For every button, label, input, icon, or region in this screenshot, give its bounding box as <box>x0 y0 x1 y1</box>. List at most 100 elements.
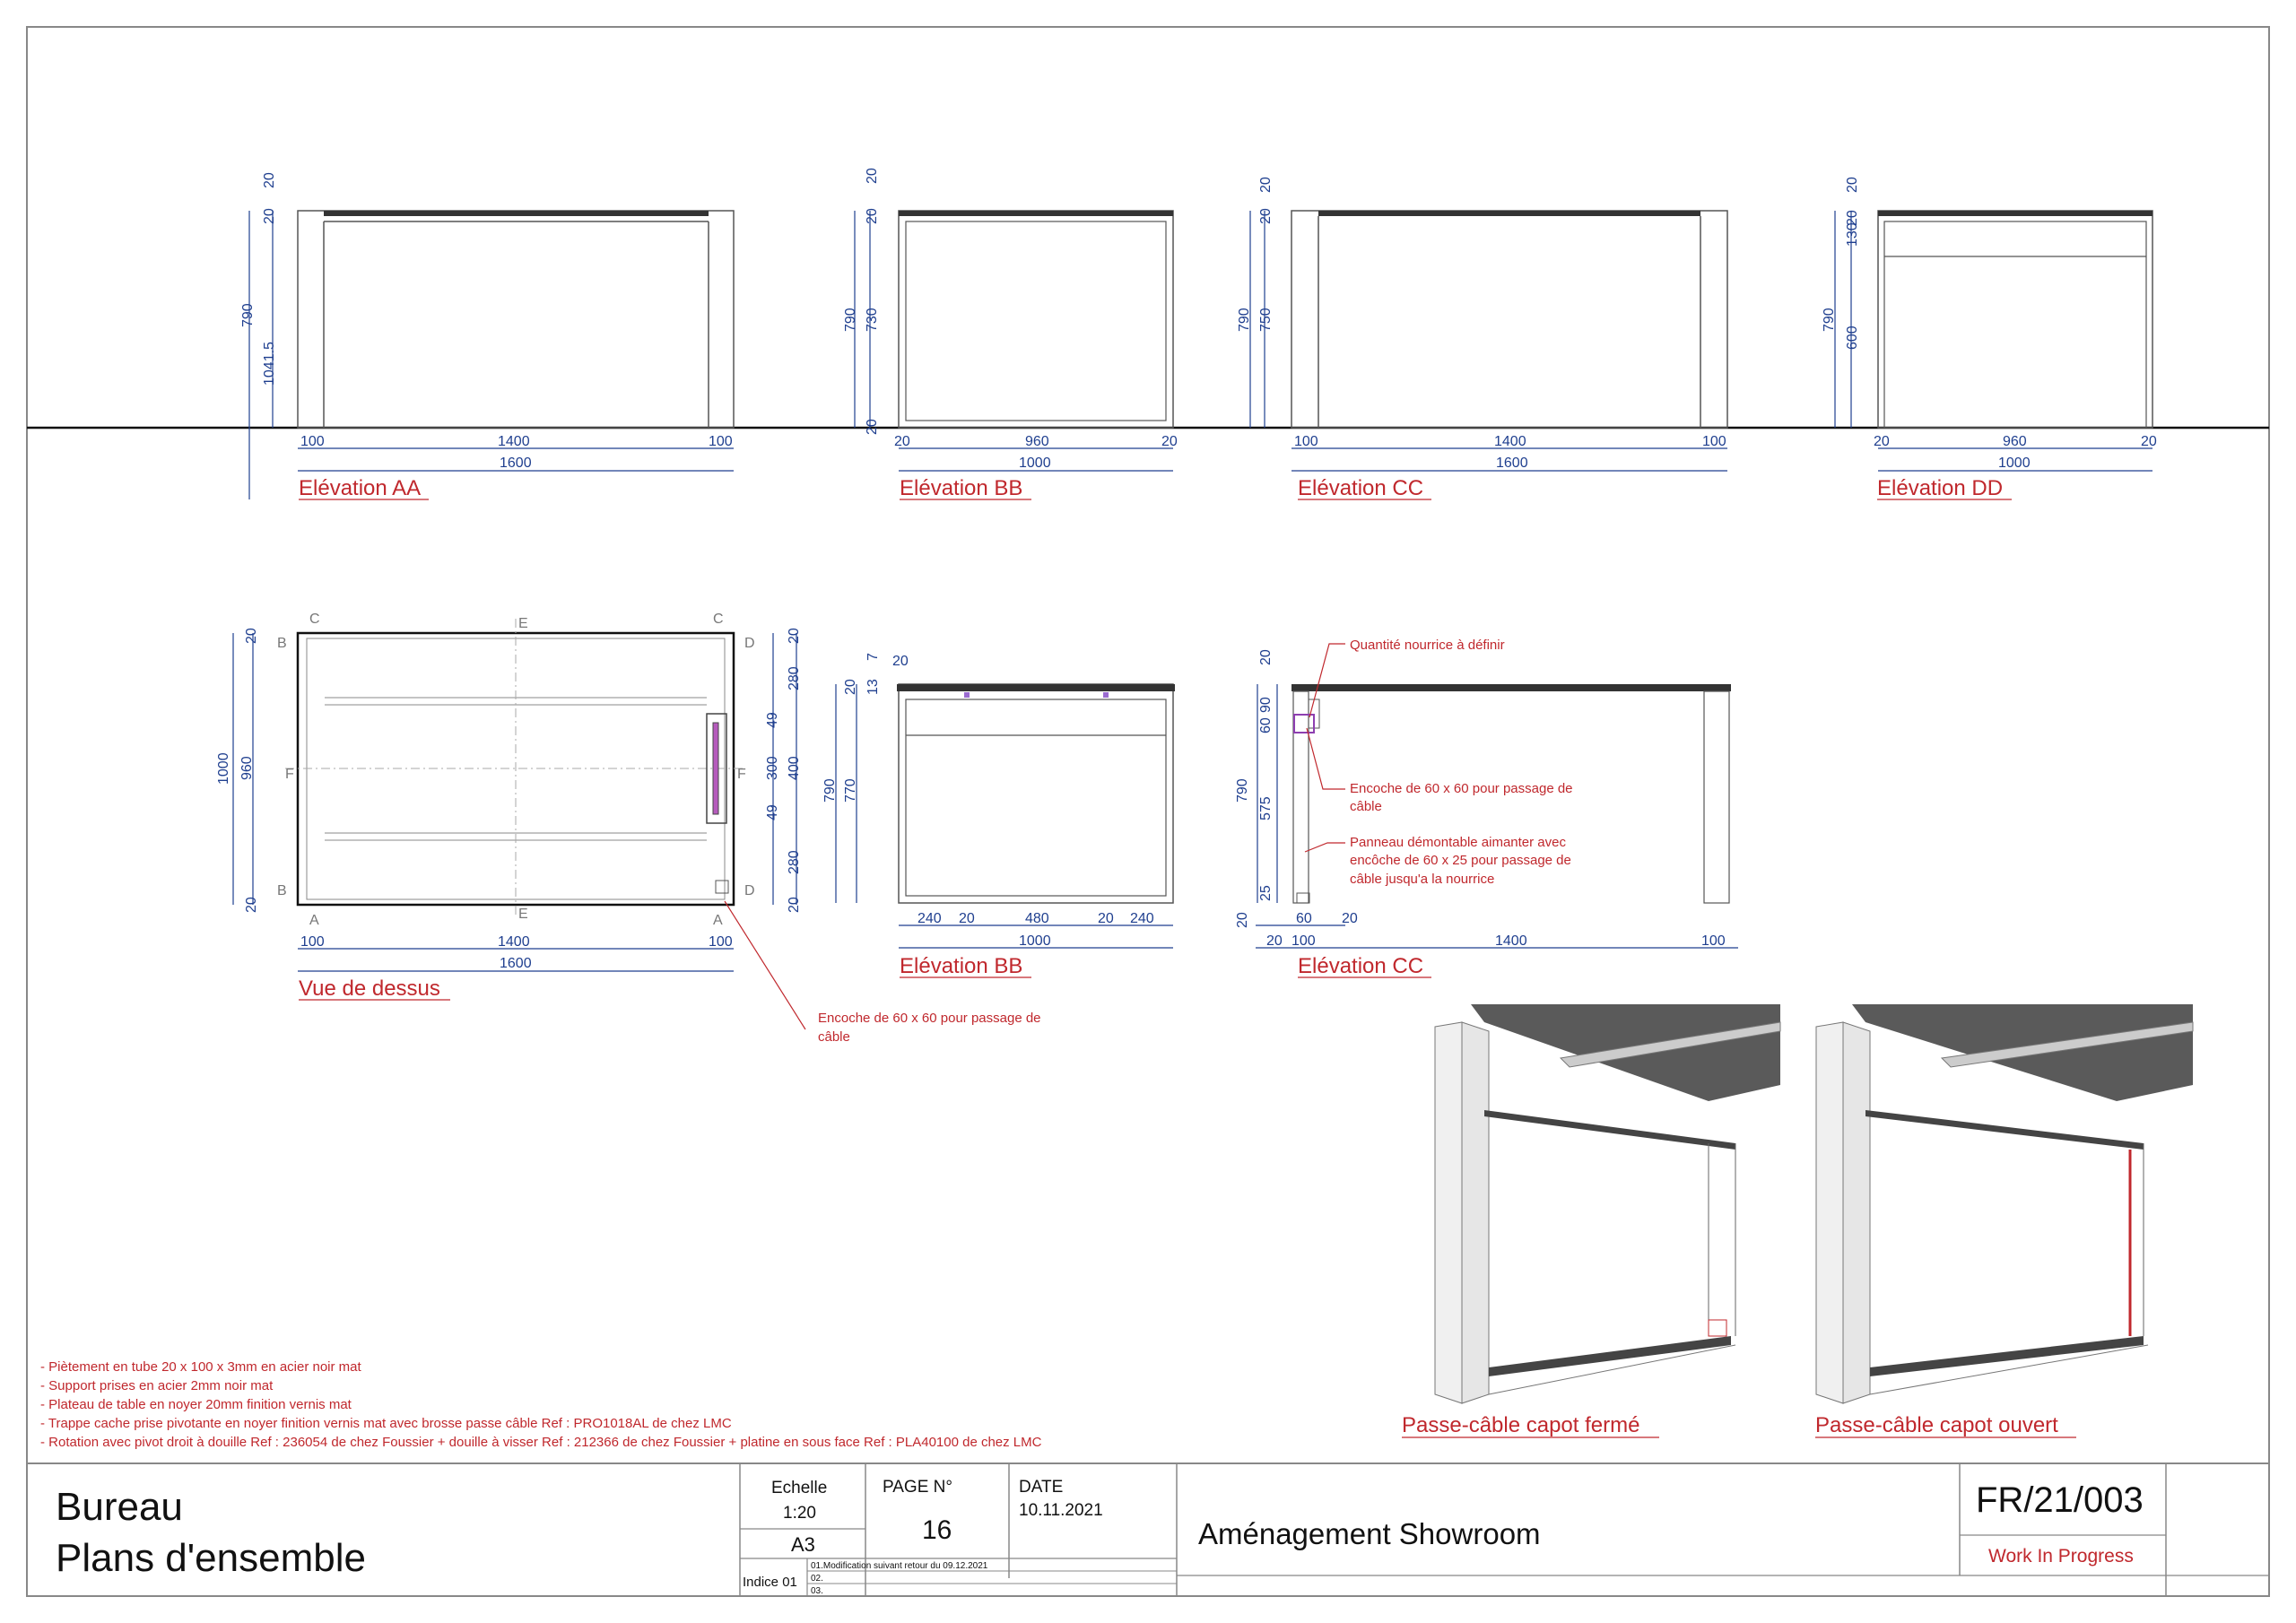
marker-a-left: A <box>309 913 319 928</box>
render-capot-ouvert: Passe-câble capot ouvert <box>1815 1004 2194 1438</box>
title-block: Bureau Plans d'ensemble Echelle 1:20 A3 … <box>27 1462 2269 1596</box>
note-line-5: - Rotation avec pivot droit à douille Re… <box>40 1435 1042 1450</box>
top-view: C C A A B B D D E E F F 1000 960 20 20 2… <box>216 612 1041 1045</box>
dim-bb-v-bot: 20 <box>865 419 880 435</box>
echelle-value: 1:20 <box>783 1504 816 1523</box>
dim-aa-h-total: 1600 <box>500 456 532 471</box>
label-elevation-bb: Elévation BB <box>900 476 1022 500</box>
dim-bb-h-left: 20 <box>894 434 910 449</box>
elevation-aa: 790 1041.5 20 20 100 1400 100 1600 Eléva… <box>240 172 735 500</box>
dim-dd-h-left: 20 <box>1874 434 1890 449</box>
dim-cc2-v-total: 790 <box>1235 778 1250 803</box>
dim-cc2-h-c: 1400 <box>1495 933 1527 949</box>
dim-dd-v-inner: 600 <box>1845 325 1860 350</box>
status-label: Work In Progress <box>1988 1546 2134 1567</box>
dim-cc2-h-e: 60 <box>1296 911 1312 926</box>
label-elevation-cc-2: Elévation CC <box>1298 954 1423 978</box>
render-capot-ferme: Passe-câble capot fermé <box>1402 1004 1781 1438</box>
dim-cc2-h-b: 100 <box>1292 933 1316 949</box>
dim-cc-v-top2: 20 <box>1258 208 1274 224</box>
dim-top-h-left: 100 <box>300 934 325 950</box>
label-render-ouvert: Passe-câble capot ouvert <box>1815 1413 2058 1437</box>
page-label: PAGE N° <box>883 1478 952 1497</box>
note-line-3: - Plateau de table en noyer 20mm finitio… <box>40 1397 352 1412</box>
note-nourrice: Quantité nourrice à définir <box>1350 638 1505 653</box>
dim-bb2-v-b: 13 <box>865 679 881 695</box>
label-elevation-bb-2: Elévation BB <box>900 954 1022 978</box>
label-elevation-aa: Elévation AA <box>299 476 421 500</box>
dim-dd-v-total: 790 <box>1822 308 1837 332</box>
dim-bb2-h-d: 20 <box>1098 911 1114 926</box>
dim-bb-h-total: 1000 <box>1019 456 1051 471</box>
marker-d-bot: D <box>744 883 755 898</box>
dim-bb2-v-total: 790 <box>822 778 838 803</box>
dim-top-v-inner: 960 <box>239 756 255 780</box>
project-name: Aménagement Showroom <box>1198 1517 1541 1550</box>
dim-cc2-h-a: 20 <box>1266 933 1283 949</box>
note-line-2: - Support prises en acier 2mm noir mat <box>40 1378 274 1393</box>
dim-aa-v-full: 1041.5 <box>262 342 277 386</box>
note-line-1: - Piètement en tube 20 x 100 x 3mm en ac… <box>40 1359 362 1375</box>
note-encoche-top-1: Encoche de 60 x 60 pour passage de <box>818 1011 1041 1026</box>
note-encoche-top-2: câble <box>818 1029 850 1045</box>
dim-aa-v-top2: 20 <box>262 208 277 224</box>
marker-a-right: A <box>713 913 723 928</box>
dim-cc-h-total: 1600 <box>1496 456 1528 471</box>
label-elevation-dd: Elévation DD <box>1877 476 2003 500</box>
dim-top-r-bot: 280 <box>787 850 802 874</box>
dim-top-r-c: 49 <box>765 804 780 820</box>
marker-b-top: B <box>277 636 287 651</box>
general-notes: - Piètement en tube 20 x 100 x 3mm en ac… <box>40 1359 1042 1450</box>
dim-cc2-v-b: 60 <box>1258 717 1274 733</box>
dim-bb2-v-d: 20 <box>892 654 909 669</box>
dim-bb-v-inner: 730 <box>865 308 880 332</box>
dim-top-h-total: 1600 <box>500 956 532 971</box>
dim-bb-v-top2: 20 <box>865 208 880 224</box>
dim-aa-v-top: 20 <box>262 172 277 188</box>
format-value: A3 <box>791 1533 815 1556</box>
dim-top-r-top: 280 <box>787 666 802 690</box>
dim-cc2-h-f: 20 <box>1342 911 1358 926</box>
revision-2: 02. <box>811 1574 823 1584</box>
dim-top-r-a: 49 <box>765 712 780 728</box>
dim-top-r-b: 300 <box>765 756 780 780</box>
elevation-cc: 790 750 20 20 100 1400 100 1600 Elévatio… <box>1237 177 1728 500</box>
label-render-ferme: Passe-câble capot fermé <box>1402 1413 1639 1437</box>
dim-top-r-mid: 400 <box>787 756 802 780</box>
dim-cc2-v-f: 20 <box>1235 912 1250 928</box>
elevation-bb: 790 730 20 20 20 20 960 20 1000 Elévatio… <box>843 168 1178 500</box>
dim-bb-h-right: 20 <box>1161 434 1178 449</box>
dim-bb2-h-e: 240 <box>1130 911 1154 926</box>
echelle-label: Echelle <box>771 1479 827 1497</box>
revision-1: 01.Modification suivant retour du 09.12.… <box>811 1561 988 1571</box>
dim-bb2-v-inner: 770 <box>843 778 858 803</box>
dim-bb2-h-a: 240 <box>918 911 942 926</box>
dim-aa-v-total: 790 <box>240 303 256 327</box>
dim-cc-h-right: 100 <box>1702 434 1726 449</box>
project-ref: FR/21/003 <box>1976 1480 2144 1520</box>
dim-cc2-v-d: 25 <box>1258 885 1274 901</box>
dim-dd-h-right: 20 <box>2141 434 2157 449</box>
note-encoche-2: câble <box>1350 799 1382 814</box>
dim-bb2-h-b: 20 <box>959 911 975 926</box>
dim-top-h-right: 100 <box>709 934 733 950</box>
dim-cc2-v-e: 20 <box>1258 649 1274 665</box>
dim-top-v-bot: 20 <box>244 897 259 913</box>
label-vue-de-dessus: Vue de dessus <box>299 976 440 1001</box>
marker-b-bot: B <box>277 883 287 898</box>
dim-bb2-v-c: 7 <box>865 653 881 661</box>
note-line-4: - Trappe cache prise pivotante en noyer … <box>40 1416 732 1431</box>
title-line-1: Bureau <box>56 1485 183 1529</box>
sheet-border <box>26 26 2270 1597</box>
dim-dd-h-mid: 960 <box>2003 434 2027 449</box>
dim-top-v-top: 20 <box>244 628 259 644</box>
marker-c-left: C <box>309 612 320 627</box>
date-value: 10.11.2021 <box>1019 1501 1103 1520</box>
dim-cc2-v-c: 90 <box>1258 697 1274 713</box>
dim-dd-v-top2: 20 <box>1845 210 1860 226</box>
label-elevation-cc: Elévation CC <box>1298 476 1423 500</box>
marker-c-right: C <box>713 612 724 627</box>
dim-aa-h-mid: 1400 <box>498 434 530 449</box>
dim-dd-v-top: 20 <box>1845 177 1860 193</box>
